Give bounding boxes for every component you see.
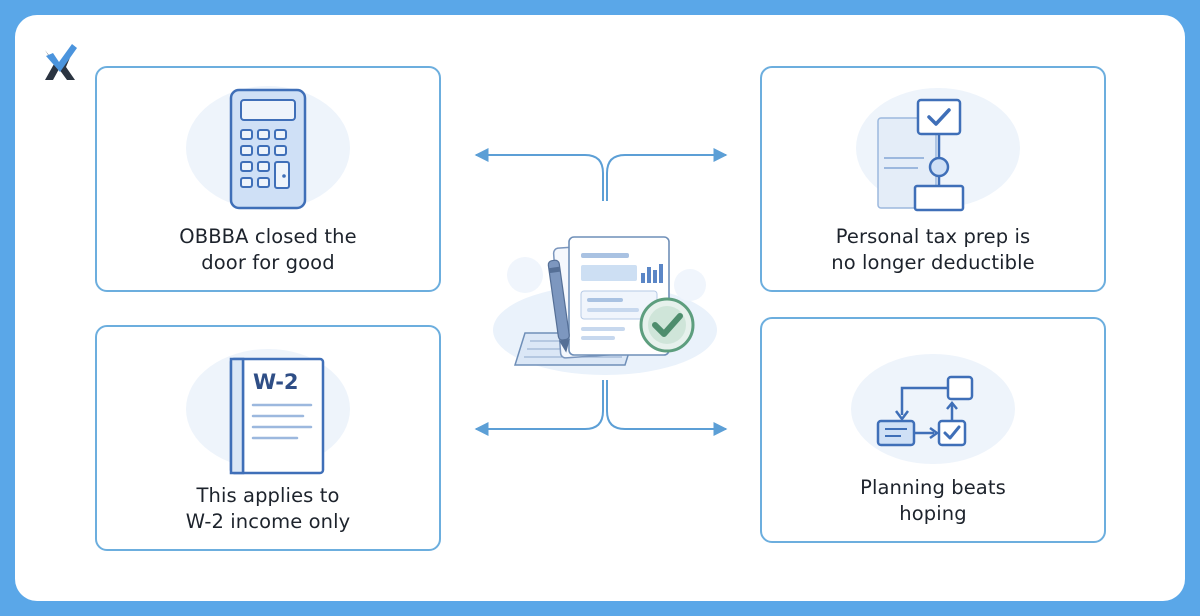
card-label: Planning beats hoping <box>860 476 1006 525</box>
calculator-icon <box>186 86 350 210</box>
svg-text:W-2: W-2 <box>253 370 299 394</box>
card-label: OBBBA closed the door for good <box>179 225 357 274</box>
card-label: Personal tax prep is no longer deductibl… <box>831 225 1035 274</box>
tax-document-check-icon <box>493 236 717 375</box>
connector-top-left <box>474 148 604 201</box>
card-w2: W-2 This applies to W-2 income only <box>95 325 441 551</box>
connector-bottom-left <box>474 380 604 436</box>
connector-top-right <box>606 148 728 201</box>
connector-bottom-right <box>606 380 728 436</box>
flowchart-check-icon <box>856 88 1020 212</box>
card-label: This applies to W-2 income only <box>185 484 351 533</box>
brand-logo-icon <box>45 44 77 80</box>
card-planning: Planning beats hoping <box>760 317 1106 543</box>
w2-form-icon: W-2 <box>186 349 350 475</box>
card-obbba: OBBBA closed the door for good <box>95 66 441 292</box>
diagram-panel: OBBBA closed the door for good W-2 This … <box>15 15 1185 601</box>
card-tax-prep: Personal tax prep is no longer deductibl… <box>760 66 1106 292</box>
connector-lines <box>474 148 728 436</box>
process-flow-icon <box>851 354 1015 464</box>
